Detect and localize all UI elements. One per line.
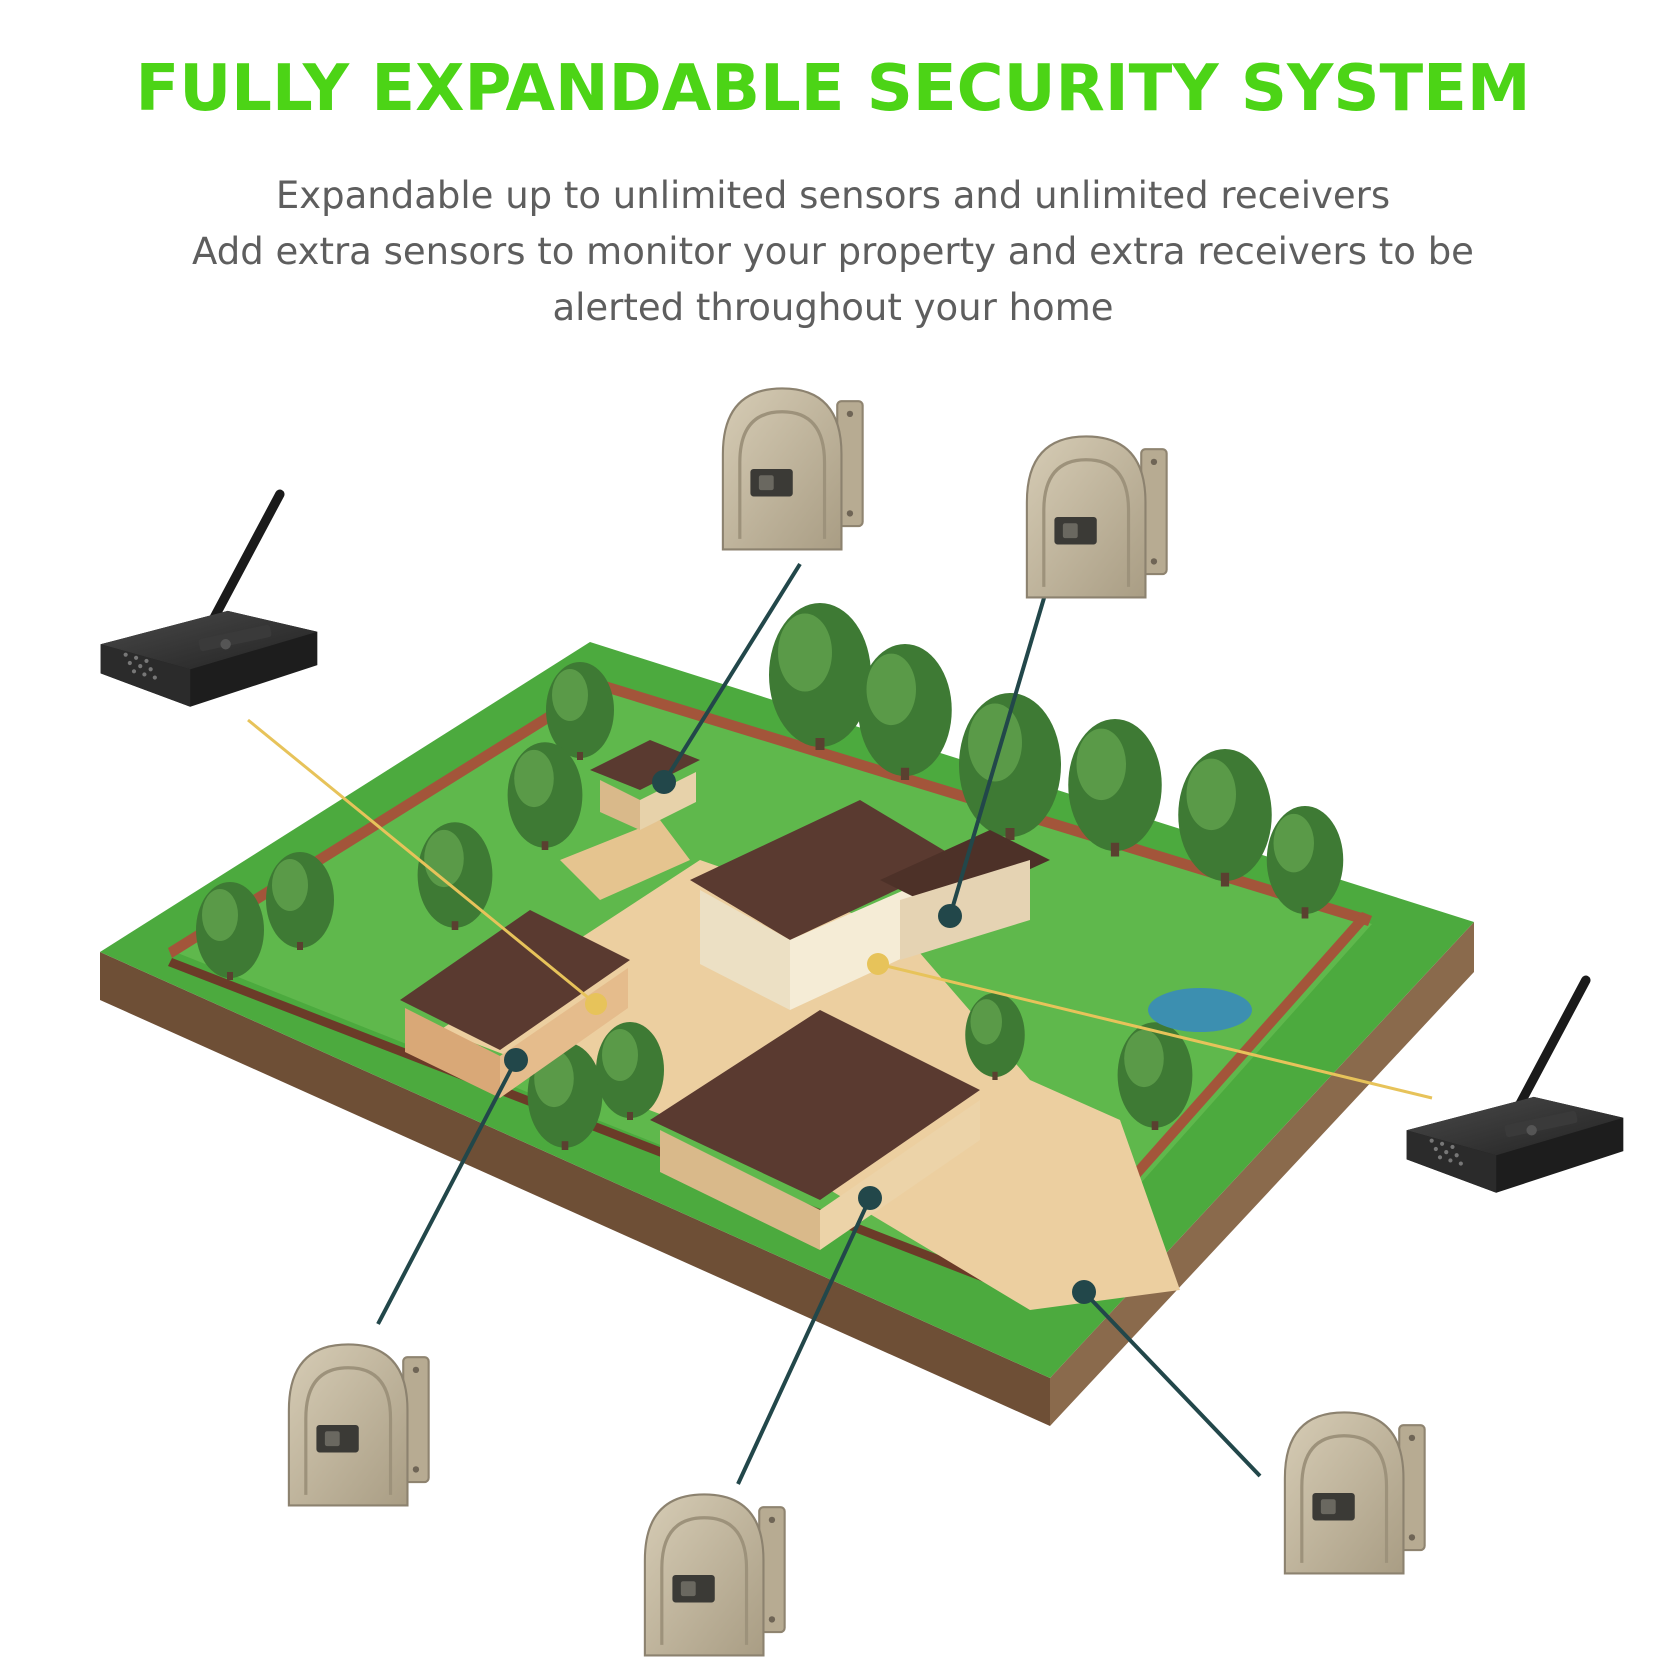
- subtitle-line-1: Expandable up to unlimited sensors and u…: [275, 174, 1391, 217]
- subtitle-line-2: Add extra sensors to monitor your proper…: [192, 230, 1474, 273]
- pond: [1148, 988, 1252, 1032]
- sensor-links: [376, 562, 1262, 1485]
- subtitle-line-3: alerted throughout your home: [552, 286, 1114, 329]
- receiver-left: [101, 494, 318, 707]
- motion-sensor-top-left: [721, 386, 865, 552]
- subtitle: Expandable up to unlimited sensors and u…: [60, 168, 1606, 336]
- motion-sensor-bottom-center: [643, 1492, 787, 1658]
- motion-sensor-bottom-right: [1283, 1410, 1427, 1576]
- headline: FULLY EXPANDABLE SECURITY SYSTEM: [135, 52, 1531, 126]
- motion-sensor-top-right: [1025, 434, 1169, 600]
- motion-sensor-bottom-left: [287, 1342, 431, 1508]
- receiver-right: [1407, 980, 1624, 1193]
- receiver-links: [247, 718, 1433, 1100]
